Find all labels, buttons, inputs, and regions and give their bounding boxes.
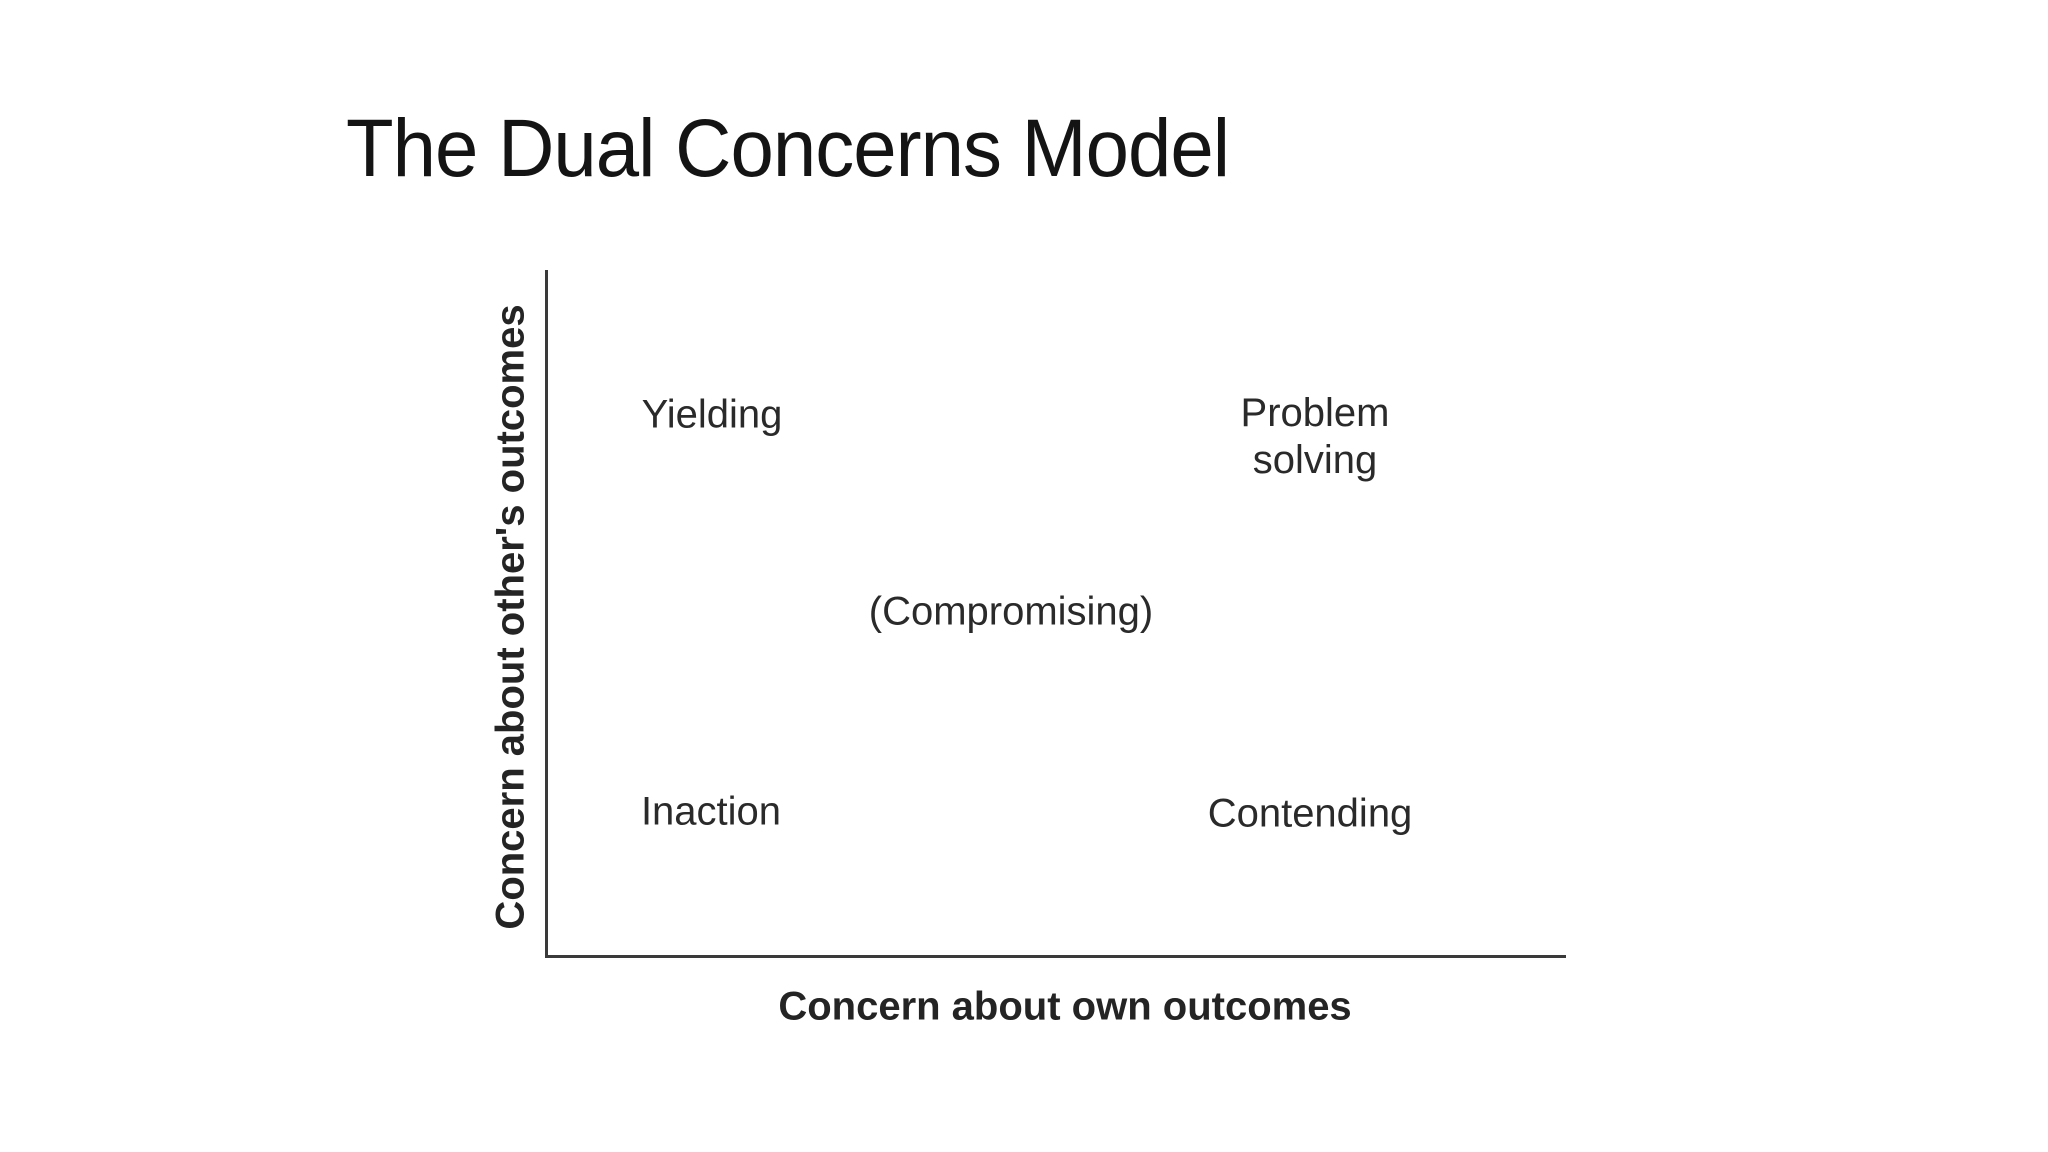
quadrant-label-problem-solving: Problem solving (1240, 390, 1390, 482)
y-axis-label: Concern about other's outcomes (488, 304, 533, 930)
quadrant-label-contending: Contending (1207, 791, 1413, 836)
quadrant-label-inaction: Inaction (640, 789, 782, 834)
slide-title: The Dual Concerns Model (346, 103, 1230, 194)
y-axis-line (545, 270, 548, 958)
quadrant-label-yielding: Yielding (641, 392, 783, 437)
x-axis-line (545, 955, 1566, 958)
x-axis-label: Concern about own outcomes (778, 984, 1352, 1029)
quadrant-label-compromising: (Compromising) (868, 589, 1154, 634)
